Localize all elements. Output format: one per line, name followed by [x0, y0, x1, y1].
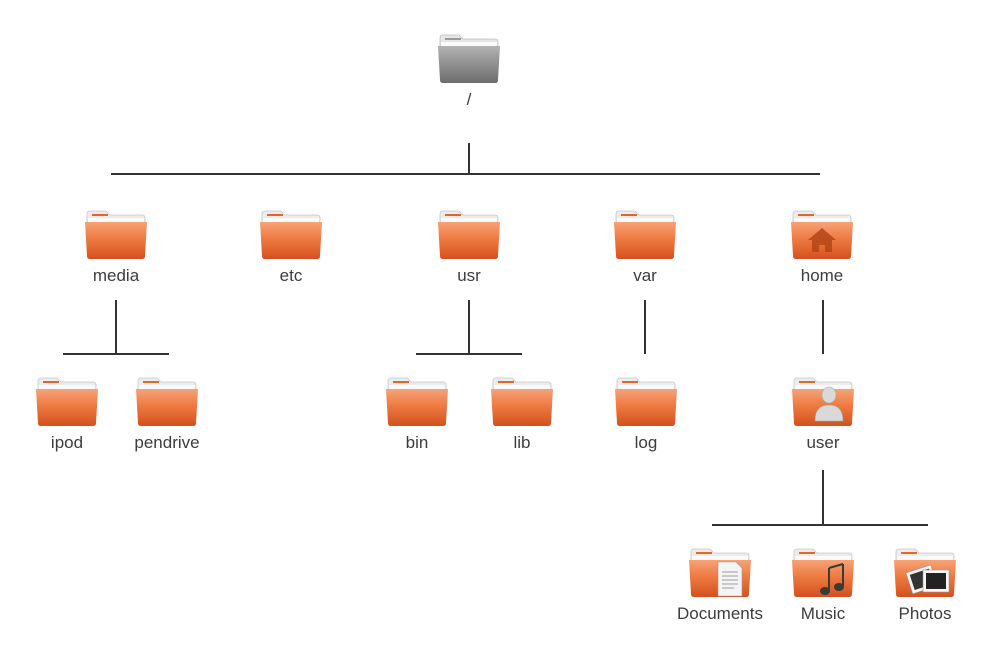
folder-label: log [634, 433, 658, 452]
folder-label: lib [513, 433, 531, 452]
folder-label: user [806, 433, 840, 452]
folder-bin[interactable]: bin [357, 375, 477, 453]
folder-label: pendrive [134, 433, 200, 452]
documents-folder-icon [689, 548, 751, 597]
folder-photos[interactable]: Photos [865, 546, 985, 624]
folder-pendrive[interactable]: pendrive [107, 375, 227, 453]
folder-icon [614, 210, 676, 259]
folder-user[interactable]: user [763, 375, 883, 453]
folder-icon [491, 377, 553, 426]
folder-label: ipod [50, 433, 84, 452]
folder-label: home [800, 266, 844, 285]
folder-usr[interactable]: usr [409, 208, 529, 286]
folder-icon [85, 210, 147, 259]
folder-label: media [92, 266, 140, 285]
folder-icon [136, 377, 198, 426]
folder-etc[interactable]: etc [231, 208, 351, 286]
folder-home[interactable]: home [762, 208, 882, 286]
user-folder-icon [792, 377, 854, 426]
folder-var[interactable]: var [585, 208, 705, 286]
root-folder-icon [438, 34, 500, 83]
folder-media[interactable]: media [56, 208, 176, 286]
folder-lib[interactable]: lib [462, 375, 582, 453]
folder-label: / [466, 90, 472, 109]
folder-icon [615, 377, 677, 426]
folder-label: bin [405, 433, 429, 452]
folder-label: Documents [677, 604, 763, 623]
folder-label: Photos [898, 604, 952, 623]
folder-log[interactable]: log [586, 375, 706, 453]
folder-label: Music [800, 604, 846, 623]
folder-root[interactable]: / [409, 32, 529, 110]
home-folder-icon [791, 210, 853, 259]
folder-ipod[interactable]: ipod [7, 375, 127, 453]
folder-label: var [633, 266, 657, 285]
folder-icon [36, 377, 98, 426]
folder-label: etc [279, 266, 303, 285]
music-folder-icon [792, 548, 854, 597]
folder-label: usr [457, 266, 481, 285]
photos-folder-icon [894, 548, 956, 597]
folder-icon [260, 210, 322, 259]
folder-icon [386, 377, 448, 426]
folder-documents[interactable]: Documents [660, 546, 780, 624]
folder-music[interactable]: Music [763, 546, 883, 624]
folder-icon [438, 210, 500, 259]
